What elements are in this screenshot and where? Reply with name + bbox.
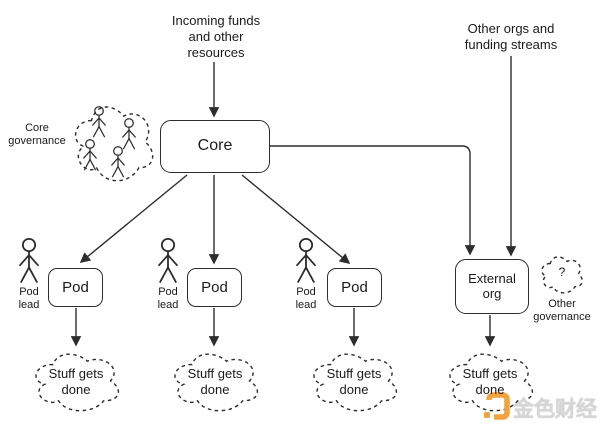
- stuff-done-cloud-3: [313, 353, 397, 412]
- stuff-done-cloud-1: [35, 353, 119, 412]
- other-governance-label: Other governance: [533, 298, 591, 323]
- pod-node-1: Pod: [48, 268, 103, 307]
- stuff-done-text-3: Stuff gets done: [326, 366, 382, 397]
- pod-lead-icon: [296, 237, 316, 283]
- pod-node-3: Pod: [327, 268, 382, 307]
- arrow-core-to-pod1: [79, 174, 188, 263]
- jinse-logo-icon: [484, 392, 510, 420]
- core-governance-cloud: [74, 106, 154, 182]
- external-org-node: External org: [455, 259, 529, 314]
- stuff-done-text-4: Stuff gets done: [462, 366, 518, 397]
- watermark-text: 金色财经: [513, 398, 597, 421]
- pod-lead-label-3: Pod lead: [295, 286, 317, 311]
- stuff-done-text-1: Stuff gets done: [48, 366, 104, 397]
- pod-lead-label-1: Pod lead: [18, 286, 40, 311]
- pod-lead-icon: [19, 237, 39, 283]
- stuff-done-cloud-2: [174, 353, 258, 412]
- core-node: Core: [160, 120, 270, 173]
- other-governance-cloud: [541, 256, 583, 294]
- stuff-done-text-2: Stuff gets done: [187, 366, 243, 397]
- stuff-done-cloud-4: [449, 353, 533, 412]
- core-governance-label: Core governance: [8, 122, 66, 147]
- incoming-funds-label: Incoming funds and other resources: [171, 13, 261, 60]
- pod-node-2: Pod: [187, 268, 242, 307]
- other-orgs-label: Other orgs and funding streams: [464, 21, 558, 52]
- arrow-core-to-external: [270, 145, 476, 256]
- question-mark-label: ?: [558, 265, 566, 279]
- pod-lead-icon: [158, 237, 178, 283]
- watermark: 金色财经: [482, 393, 597, 423]
- arrow-core-to-pod3: [241, 174, 351, 265]
- pod-lead-label-2: Pod lead: [157, 286, 179, 311]
